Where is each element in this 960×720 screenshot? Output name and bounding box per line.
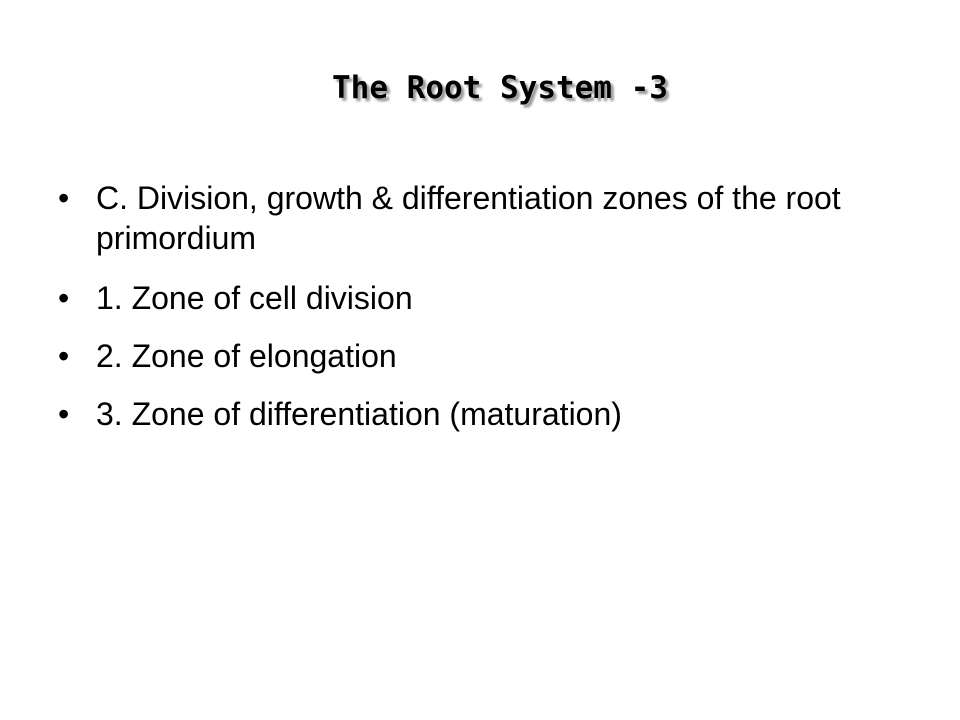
bullet-item-3: • 2. Zone of elongation [58,336,898,376]
bullet-list: • C. Division, growth & differentiation … [58,178,898,452]
bullet-item-1: • C. Division, growth & differentiation … [58,178,898,258]
bullet-marker: • [58,180,70,216]
slide-title: The Root System -3 [332,70,668,106]
bullet-item-4: • 3. Zone of differentiation (maturation… [58,394,898,434]
bullet-text: C. Division, growth & differentiation zo… [96,180,841,256]
bullet-text: 2. Zone of elongation [96,338,397,374]
bullet-marker: • [58,280,70,316]
bullet-item-2: • 1. Zone of cell division [58,278,898,318]
bullet-text: 3. Zone of differentiation (maturation) [96,396,622,432]
bullet-marker: • [58,338,70,374]
bullet-marker: • [58,396,70,432]
bullet-text: 1. Zone of cell division [96,280,413,316]
